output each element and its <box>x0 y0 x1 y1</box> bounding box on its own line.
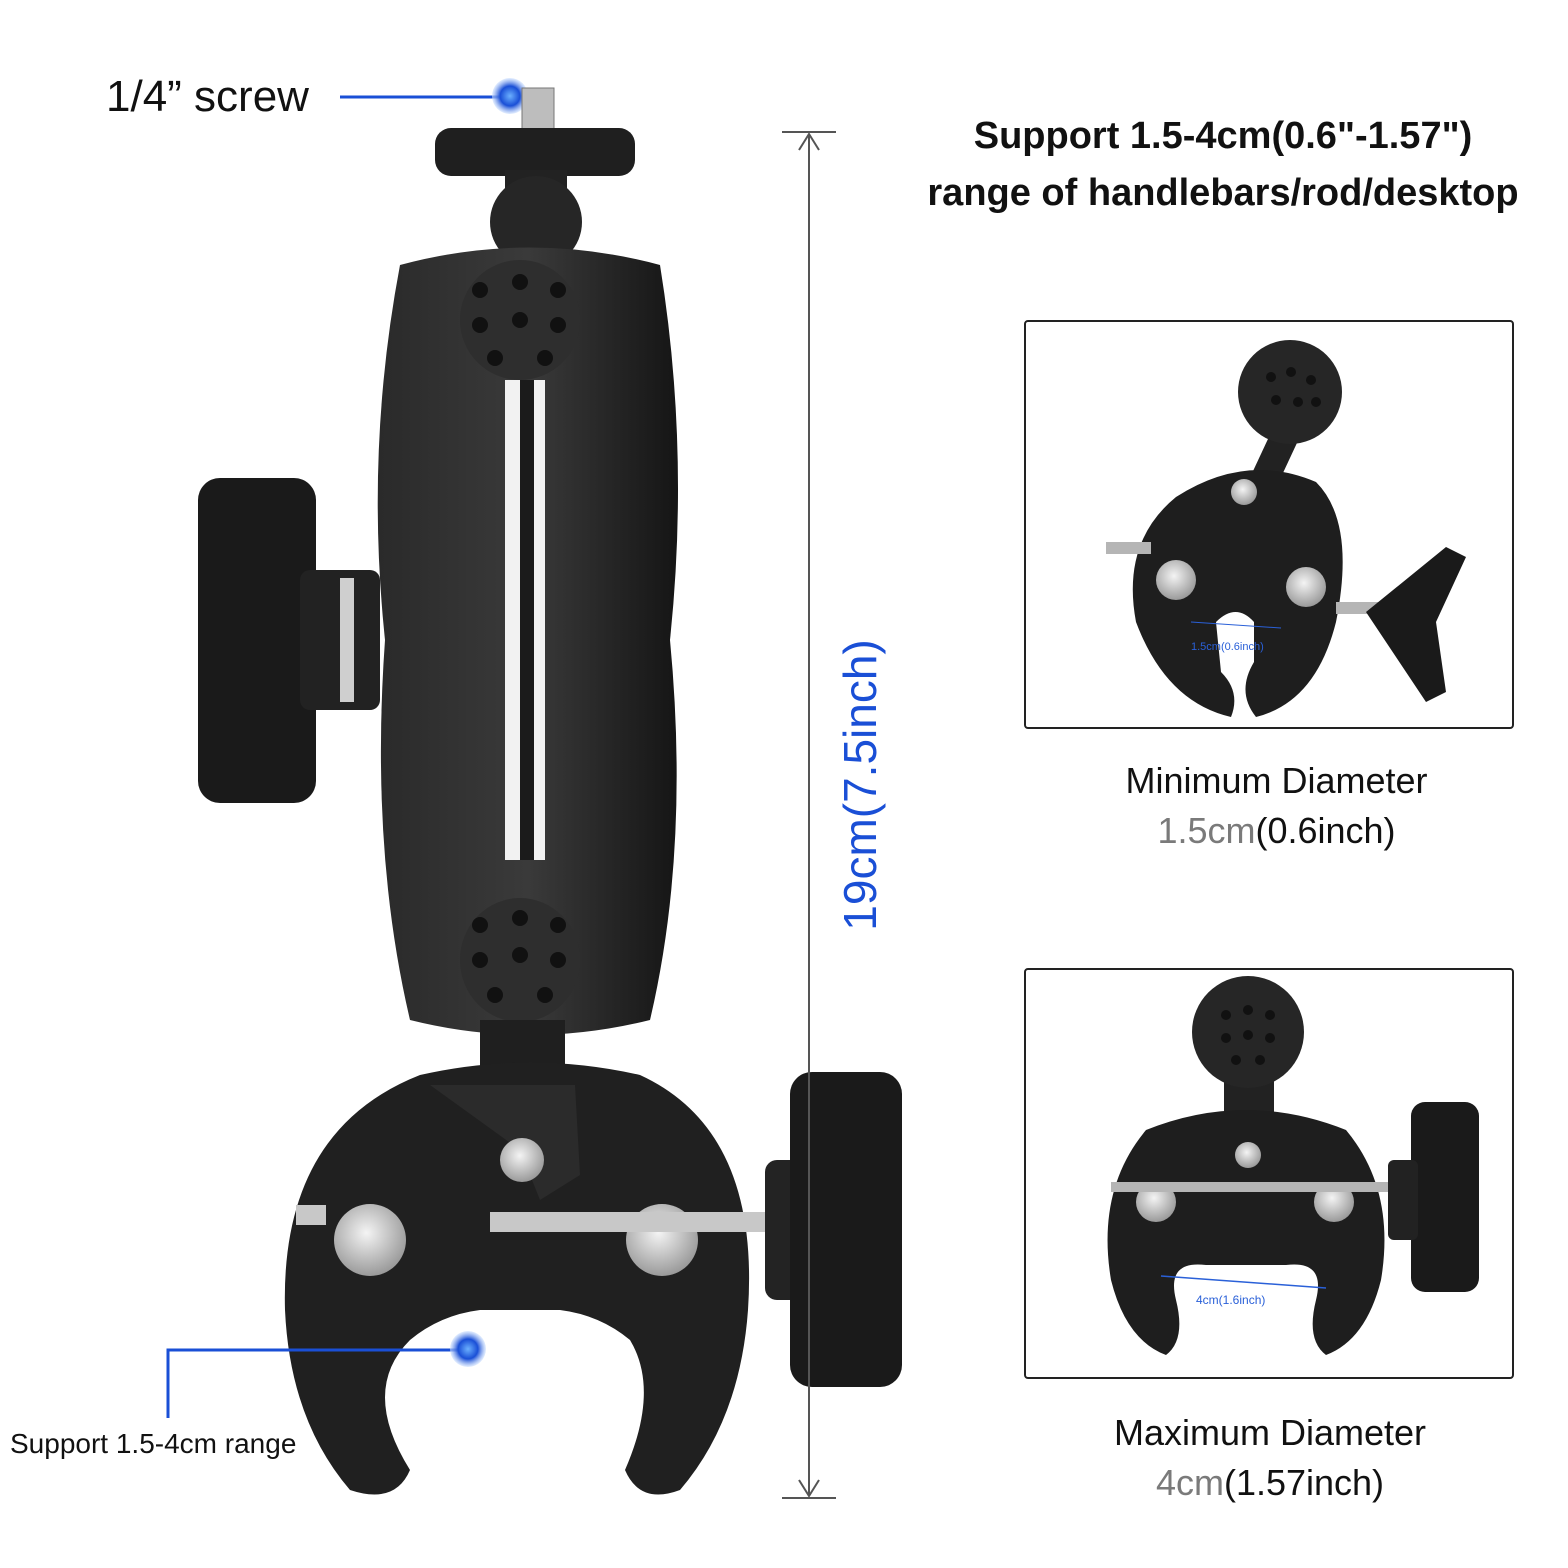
screw-callout-label: 1/4” screw <box>106 72 309 121</box>
min-diameter-panel: 1.5cm(0.6inch) <box>1024 320 1514 729</box>
max-inner-label: 4cm(1.6inch) <box>1196 1293 1265 1307</box>
height-dimension-text: 19cm(7.5inch) <box>834 639 886 931</box>
min-diameter-value: 1.5cm(0.6inch) <box>1024 810 1529 852</box>
heading-line-1: Support 1.5-4cm(0.6"-1.57") <box>973 115 1473 157</box>
ball-dimples <box>472 274 566 1003</box>
dimension-arrow-icon <box>782 131 836 1499</box>
clamp <box>284 1062 770 1495</box>
ball-icon <box>1238 340 1342 444</box>
range-callout-label: Support 1.5-4cm range <box>10 1428 297 1459</box>
max-diameter-panel: 4cm(1.6inch) <box>1024 968 1514 1379</box>
min-inner-label: 1.5cm(0.6inch) <box>1191 641 1264 653</box>
min-diameter-cm: 1.5cm <box>1157 810 1256 851</box>
callout-dot-icon <box>450 1331 486 1367</box>
bolt-icon <box>1156 560 1196 600</box>
clamp-knob <box>765 1072 902 1387</box>
screw-callout <box>340 78 528 114</box>
bolt-icon <box>500 1138 544 1182</box>
min-diameter-title: Minimum Diameter <box>1125 760 1428 801</box>
top-mount-plate <box>435 87 635 268</box>
max-diameter-title: Maximum Diameter <box>1113 1412 1427 1453</box>
bolt-icon <box>1235 1142 1261 1168</box>
min-clamp-illustration: 1.5cm(0.6inch) <box>1106 340 1466 717</box>
bolt-icon <box>1231 479 1257 505</box>
page-heading: Support 1.5-4cm(0.6"-1.57") range of han… <box>880 108 1566 222</box>
max-clamp-illustration: 4cm(1.6inch) <box>1107 976 1479 1355</box>
side-knob <box>198 478 380 803</box>
callout-dot-icon <box>492 78 528 114</box>
bolt-icon <box>334 1204 406 1276</box>
bolt-icon <box>1286 567 1326 607</box>
heading-line-2: range of handlebars/rod/desktop <box>927 172 1519 214</box>
min-diameter-inch: (0.6inch) <box>1255 810 1396 851</box>
max-diameter-cm: 4cm <box>1155 1462 1224 1503</box>
max-diameter-inch: (1.57inch) <box>1223 1462 1385 1503</box>
range-callout <box>166 1331 486 1418</box>
height-dimension-label: 19cm(7.5inch) <box>825 639 895 931</box>
max-diameter-value: 4cm(1.57inch) <box>1005 1462 1535 1504</box>
